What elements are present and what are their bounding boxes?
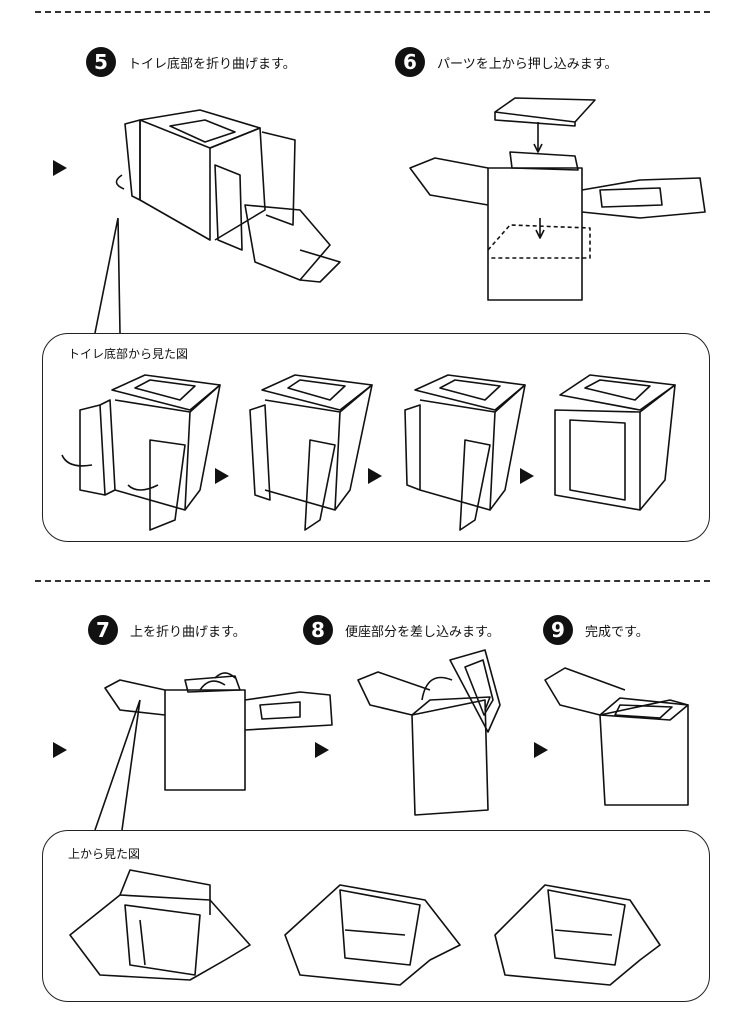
step-number: 5 [86, 47, 116, 77]
step-number: 7 [88, 615, 118, 645]
bottom-view-panel [42, 333, 710, 542]
callout-pointer [94, 699, 141, 831]
callout-pointer [94, 217, 121, 334]
step-5: 5 トイレ底部を折り曲げます。 [86, 47, 296, 77]
box-illustration-step9 [544, 667, 689, 806]
divider-middle [35, 580, 710, 582]
step-caption: 完成です。 [585, 624, 649, 640]
box-illustration-step6 [409, 97, 706, 301]
arrow-right-icon [315, 742, 329, 758]
arrow-right-icon [534, 742, 548, 758]
step-number: 6 [395, 47, 425, 77]
step-caption: パーツを上から押し込みます。 [437, 56, 618, 72]
arrow-right-icon [53, 742, 67, 758]
step-number: 9 [543, 615, 573, 645]
step-caption: 便座部分を差し込みます。 [345, 624, 500, 640]
top-view-label: 上から見た図 [68, 847, 141, 861]
step-8: 8 便座部分を差し込みます。 [303, 615, 500, 645]
step-caption: 上を折り曲げます。 [130, 624, 246, 640]
step-number: 8 [303, 615, 333, 645]
step-9: 9 完成です。 [543, 615, 649, 645]
box-illustration-step8 [357, 649, 501, 816]
top-view-illustrations [69, 869, 661, 986]
box-illustration-step7 [104, 672, 333, 791]
arrow-right-icon [215, 468, 229, 484]
box-illustration-step5 [115, 109, 341, 283]
top-view-panel [42, 830, 710, 1002]
arrow-right-icon [368, 468, 382, 484]
step-6: 6 パーツを上から押し込みます。 [395, 47, 617, 77]
divider-top [35, 11, 710, 13]
bottom-view-illustrations [61, 374, 676, 531]
rotate-arrow-icon [115, 174, 125, 190]
arrow-right-icon [520, 468, 534, 484]
step-caption: トイレ底部を折り曲げます。 [128, 56, 296, 72]
bottom-view-label: トイレ底部から見た図 [68, 347, 189, 361]
arrow-right-icon [53, 160, 67, 176]
step-7: 7 上を折り曲げます。 [88, 615, 246, 645]
